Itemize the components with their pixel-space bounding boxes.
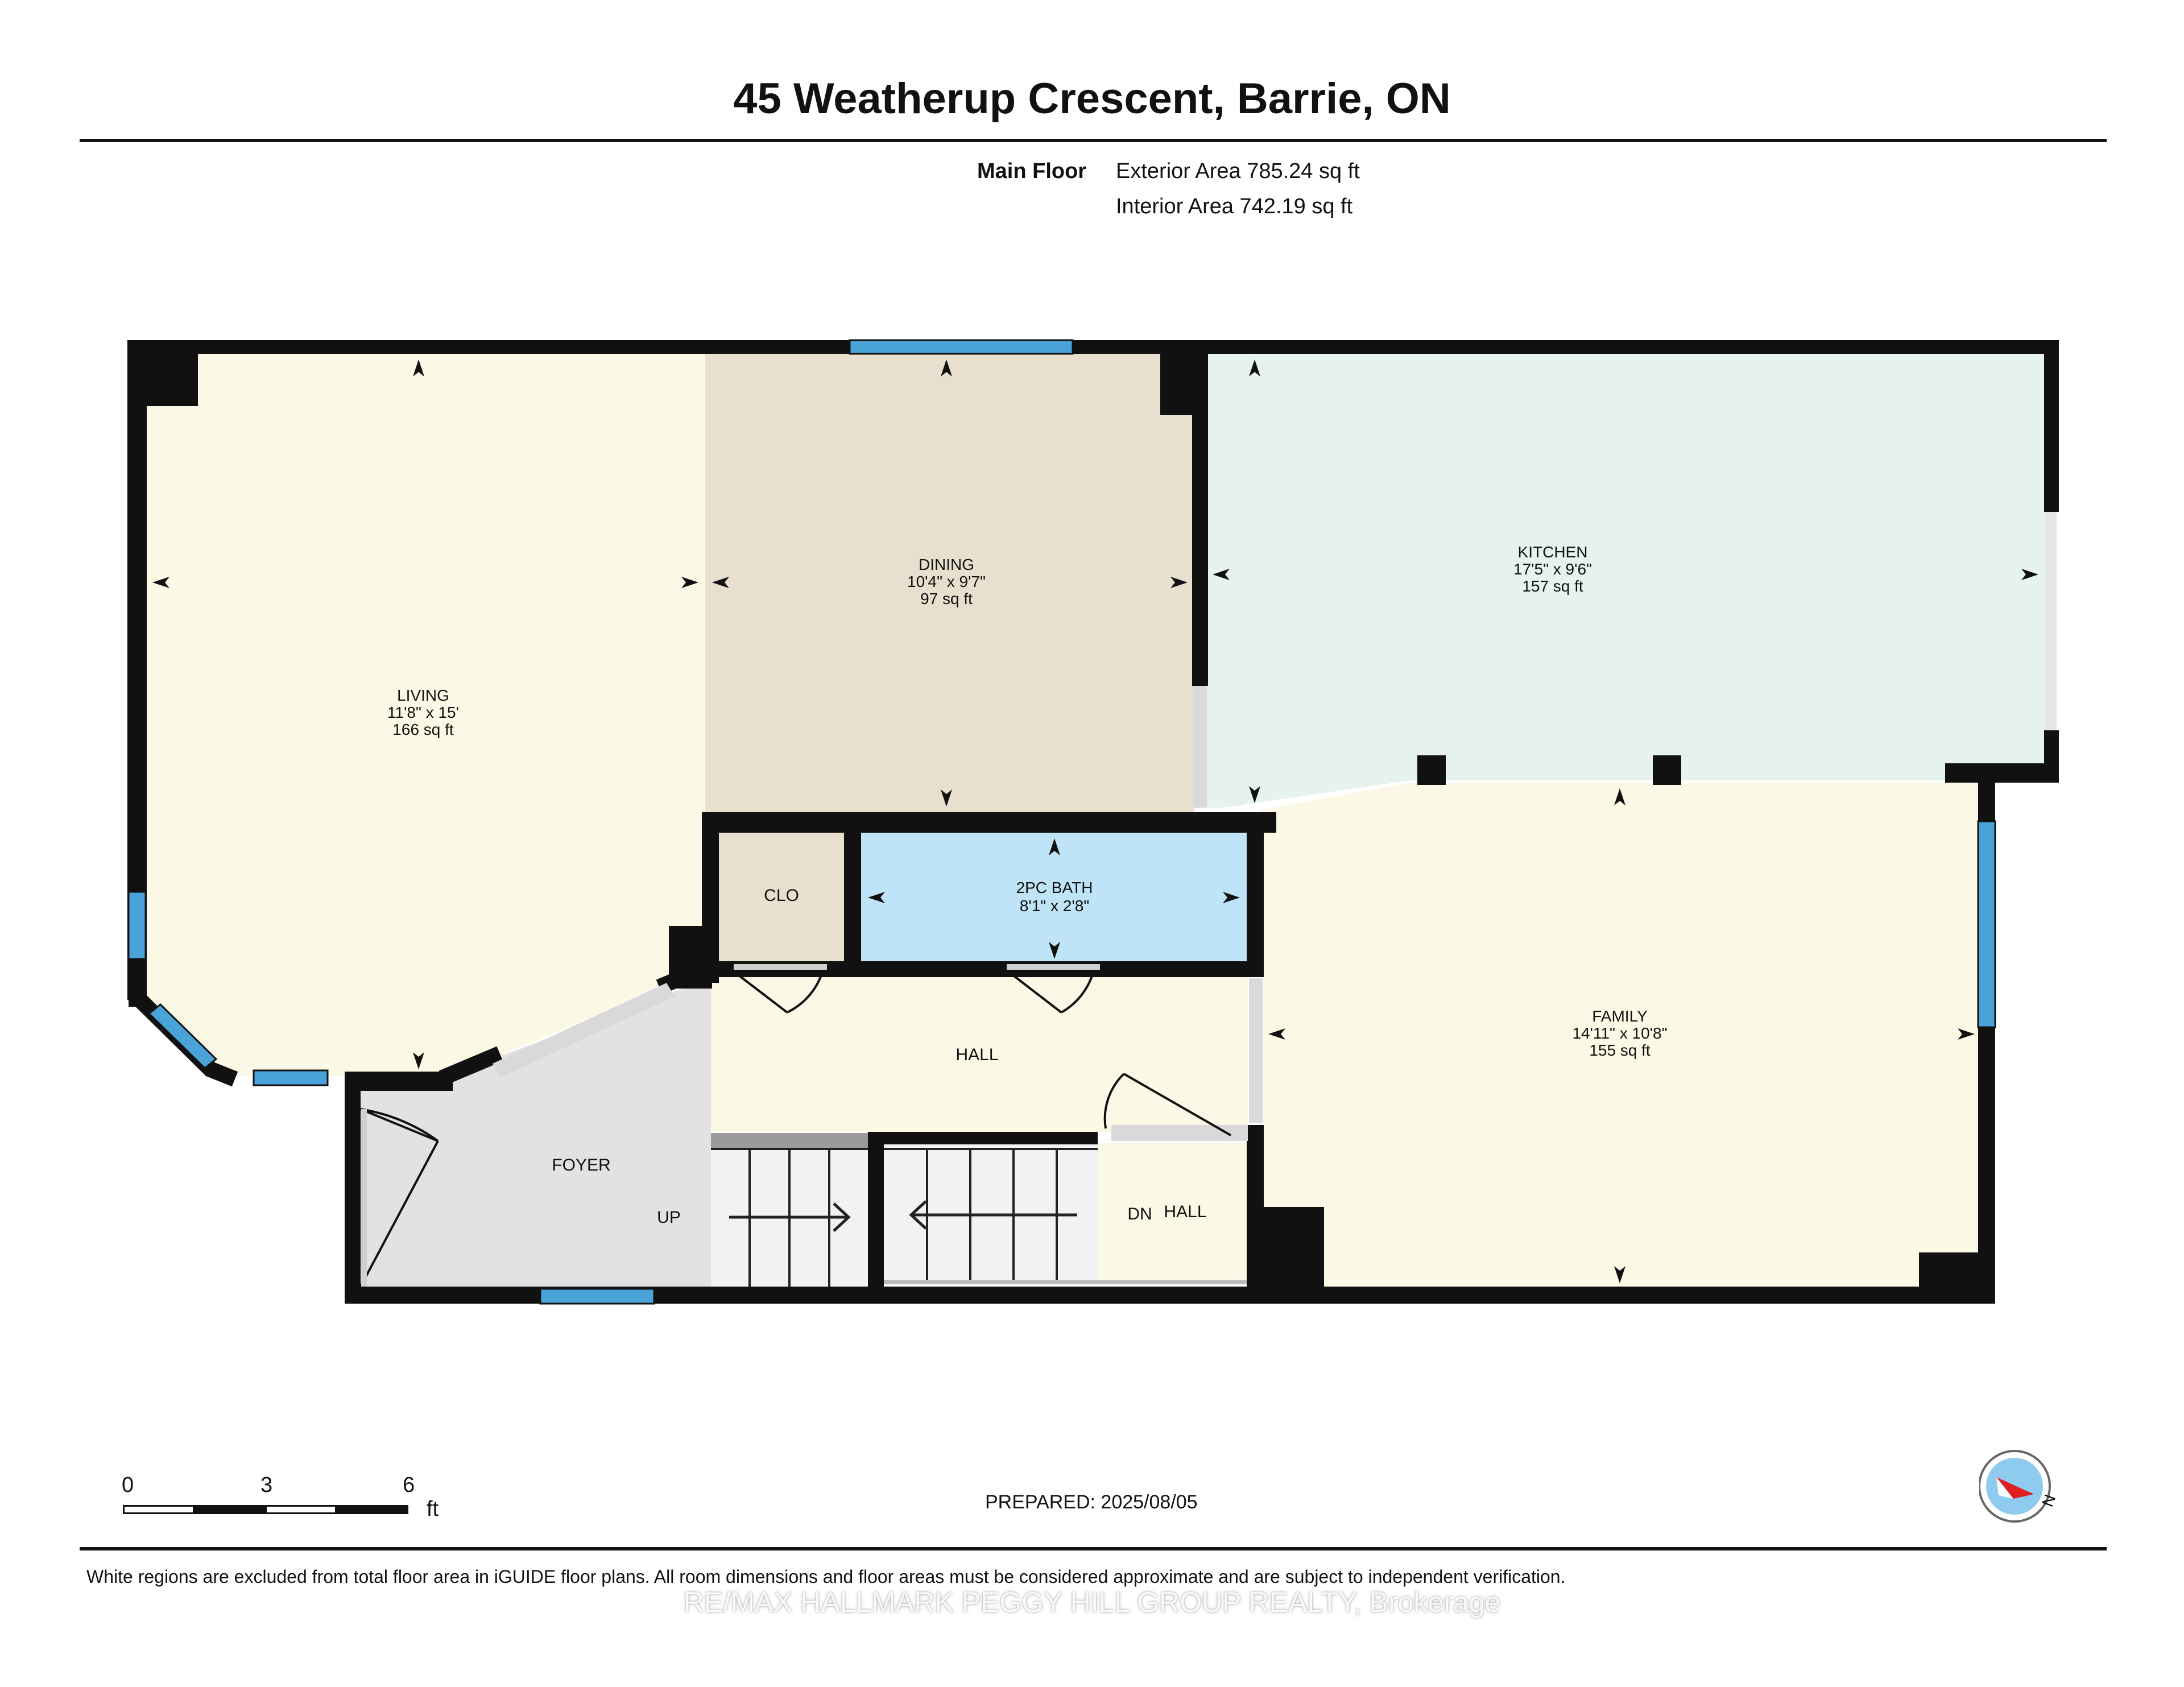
living-dims: 11'8" x 15' [387, 704, 459, 721]
dimension-arrow-icon [2021, 569, 2038, 580]
living-room [147, 354, 705, 1076]
dimension-arrow-icon [1049, 942, 1060, 959]
plan-title: 45 Weatherup Crescent, Barrie, ON [733, 75, 1451, 123]
dimension-arrow-icon [868, 892, 885, 903]
disclaimer: White regions are excluded from total fl… [86, 1566, 1566, 1587]
door-sills [361, 964, 1100, 1287]
scale-segment [123, 1505, 195, 1514]
foyer-room [351, 978, 711, 1290]
dining-name: DINING [919, 556, 974, 573]
scale-unit: ft [427, 1497, 439, 1521]
living-name: LIVING [397, 687, 449, 704]
bath-room [860, 832, 1247, 966]
bath-dims: 8'1" x 2'8" [1020, 897, 1089, 915]
dimension-arrow-icon [1614, 788, 1625, 805]
dining-room [705, 354, 1194, 813]
scale-segment [193, 1505, 266, 1514]
kitchen-dims: 17'5" x 9'6" [1513, 560, 1592, 578]
dimension-arrow-icon [1049, 838, 1060, 855]
exterior-area: Exterior Area 785.24 sq ft [1116, 159, 1360, 183]
hall-upper-name: HALL [956, 1045, 998, 1064]
bath-name: 2PC BATH [1016, 879, 1093, 896]
dimension-arrow-icon [1958, 1028, 1975, 1040]
kitchen-area: 157 sq ft [1522, 577, 1583, 595]
dining-area: 97 sq ft [920, 590, 973, 607]
header-rule [80, 139, 2107, 142]
dimension-arrow-icon [681, 577, 698, 588]
floor-label: Main Floor [977, 159, 1087, 183]
room-labels: LIVING 11'8" x 15' 166 sq ft DINING 10'4… [387, 543, 1668, 1227]
dimension-arrow-icon [1170, 577, 1188, 588]
windows [127, 339, 1996, 1305]
compass-icon: N [1979, 1450, 2059, 1523]
dimension-arrow-icon [1249, 359, 1260, 377]
scale-tick-3: 3 [260, 1473, 273, 1497]
closet-room [718, 832, 844, 966]
dimension-arrow-icon [413, 359, 424, 377]
interior-area: Interior Area 742.19 sq ft [1116, 195, 1353, 218]
dimension-arrows [152, 359, 2038, 1283]
dimension-arrow-icon [1223, 892, 1240, 903]
dimension-arrow-icon [712, 577, 729, 588]
brokerage-watermark: RE/MAX HALLMARK PEGGY HILL GROUP REALTY,… [683, 1586, 1501, 1618]
dimension-arrow-icon [1213, 569, 1230, 580]
stairs-down-area [884, 1143, 1098, 1280]
hall-lower-name: HALL [1164, 1202, 1206, 1221]
scale-segment [265, 1505, 337, 1514]
stairs-up-label: UP [657, 1208, 681, 1227]
family-room [1259, 783, 1982, 1290]
walls [127, 340, 2059, 1304]
dimension-arrow-icon [1614, 1266, 1625, 1283]
dimension-arrow-icon [1268, 1028, 1285, 1040]
scale-tick-6: 6 [403, 1473, 415, 1497]
dimension-arrow-icon [152, 577, 169, 588]
footer-rule [80, 1547, 2107, 1550]
doors [359, 967, 1231, 1287]
area-summary: Exterior Area 785.24 sq ft Interior Area… [1116, 154, 1360, 224]
dimension-arrow-icon [413, 1052, 424, 1069]
dimension-arrow-icon [941, 789, 952, 807]
family-dims: 14'11" x 10'8" [1572, 1024, 1667, 1042]
scale-tick-0: 0 [122, 1473, 134, 1497]
living-area: 166 sq ft [392, 721, 454, 738]
dimension-arrow-icon [941, 359, 952, 377]
family-name: FAMILY [1592, 1007, 1648, 1025]
foyer-name: FOYER [552, 1156, 610, 1175]
dimension-arrow-icon [1249, 786, 1260, 803]
kitchen-name: KITCHEN [1518, 543, 1588, 561]
hall-lower-room [1098, 1143, 1248, 1280]
scale-segment [336, 1505, 408, 1514]
closet-name: CLO [764, 886, 799, 905]
prepared-date: PREPARED: 2025/08/05 [985, 1491, 1198, 1513]
dining-dims: 10'4" x 9'7" [907, 573, 986, 590]
openings [493, 512, 2057, 1141]
stairs-down-label: DN [1127, 1205, 1152, 1223]
stairs-up [711, 1133, 868, 1287]
stairs-down [884, 1148, 1248, 1284]
kitchen-room [1206, 354, 2046, 808]
family-area: 155 sq ft [1589, 1041, 1651, 1059]
